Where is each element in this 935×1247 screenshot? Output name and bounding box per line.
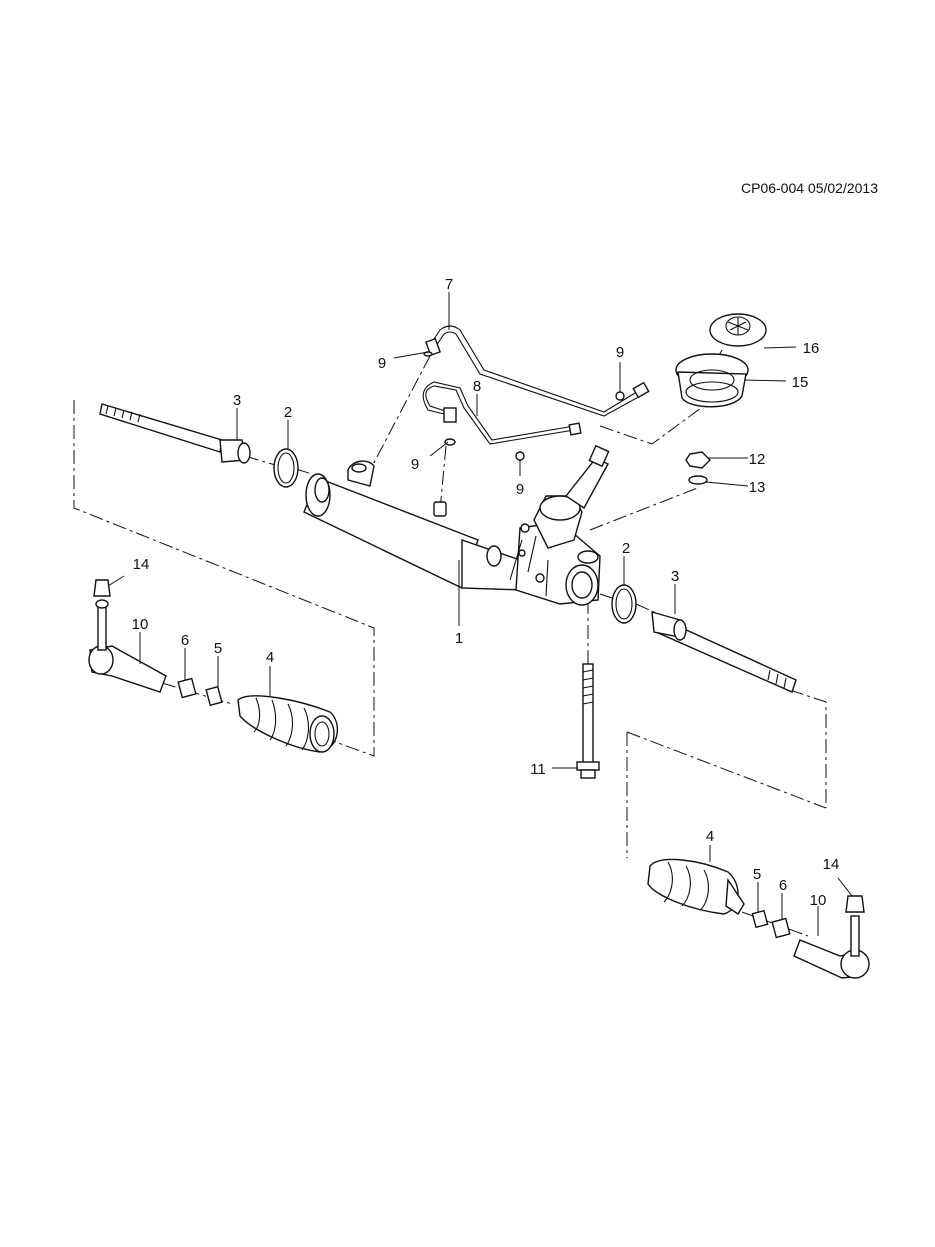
return-line	[422, 381, 582, 517]
callout-8: 8	[473, 378, 481, 395]
callout-3-left: 3	[233, 392, 241, 409]
callout-16: 16	[803, 340, 820, 357]
pressure-line	[425, 325, 650, 417]
rack-boot-left	[237, 695, 339, 753]
outer-tie-rod-end-right	[793, 895, 870, 979]
callout-14-left: 14	[133, 556, 150, 573]
o-rings	[423, 351, 625, 461]
callout-9-b: 9	[616, 344, 624, 361]
nut-and-washer	[685, 451, 711, 485]
callout-11: 11	[530, 761, 546, 778]
callout-5-right: 5	[753, 866, 761, 883]
callout-4-left: 4	[266, 649, 274, 666]
boot-clips-and-jam-nuts	[177, 677, 791, 939]
callout-7: 7	[445, 276, 453, 293]
mounting-bolt	[576, 663, 600, 779]
callout-13: 13	[749, 479, 766, 496]
callout-1: 1	[455, 630, 463, 647]
callout-3-right: 3	[671, 568, 679, 585]
callout-9-d: 9	[516, 481, 524, 498]
callout-5-left: 5	[214, 640, 222, 657]
callout-4-right: 4	[706, 828, 714, 845]
callout-10-right: 10	[810, 892, 827, 909]
callout-2-left: 2	[284, 404, 292, 421]
seal-cap	[709, 313, 767, 347]
outer-tie-rod-end-left	[88, 579, 167, 693]
leader-lines	[107, 292, 853, 936]
callout-15: 15	[792, 374, 809, 391]
callout-2-right: 2	[622, 540, 630, 557]
rack-boot-right	[647, 858, 745, 915]
inner-tie-rod-left	[99, 403, 251, 464]
steering-rack-housing	[303, 444, 610, 606]
callout-10-left: 10	[132, 616, 149, 633]
diagram-reference: CP06-004 05/02/2013	[741, 180, 878, 196]
callout-labels: 1 2 2 3 3 4 4 5 5 6 6 7 8 9 9 9 9 10 10 …	[132, 276, 840, 909]
callout-12: 12	[749, 451, 766, 468]
callout-9-a: 9	[378, 355, 386, 372]
callout-9-c: 9	[411, 456, 419, 473]
boot-clamps	[273, 448, 637, 624]
callout-6-right: 6	[779, 877, 787, 894]
inner-tie-rod-right	[651, 611, 797, 693]
callout-6-left: 6	[181, 632, 189, 649]
intermediate-shaft-seal	[675, 353, 749, 408]
callout-14-right: 14	[823, 856, 840, 873]
